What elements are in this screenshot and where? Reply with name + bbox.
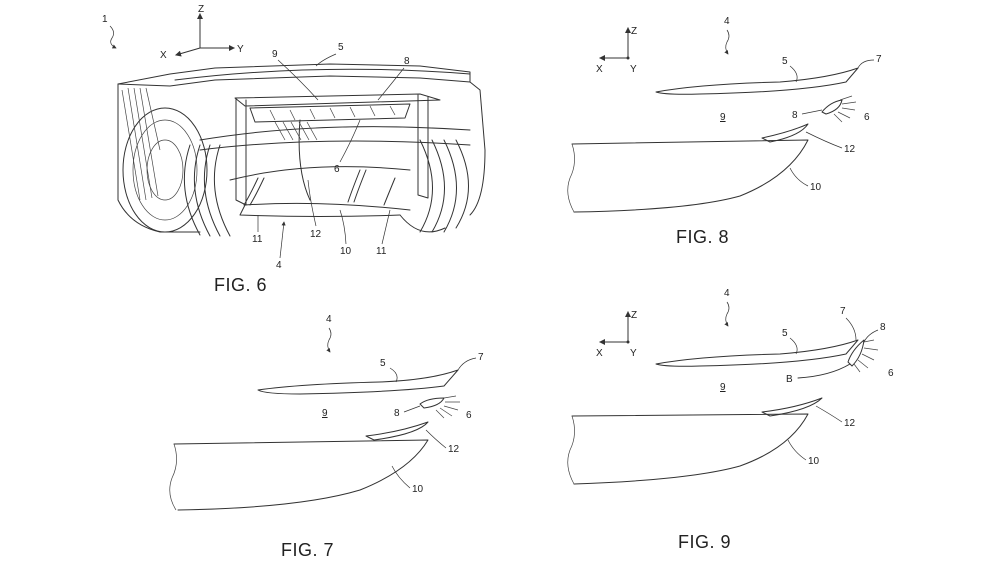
fig8-label-9: 9: [720, 112, 726, 123]
fig7-element-10: [173, 439, 429, 511]
fig6-axis-x: X: [160, 50, 167, 61]
fig9-element-5: [655, 339, 859, 367]
fig9-label-6: 6: [888, 368, 894, 379]
fig7-caption: FIG. 7: [281, 540, 335, 560]
fig7-label-9: 9: [322, 408, 328, 419]
fig6-vehicle-rear: [117, 63, 486, 237]
fig8-label-12: 12: [844, 144, 856, 155]
fig9-axis-triad: Z X Y: [596, 310, 637, 359]
fig8-label-5: 5: [782, 56, 788, 67]
fig6-label-11b: 11: [376, 246, 387, 257]
fig9-label-10: 10: [808, 456, 820, 467]
fig8-label-7: 7: [876, 54, 882, 65]
fig9-label-4: 4: [724, 288, 730, 299]
fig7-element-12: [365, 421, 429, 441]
fig6-axis-triad: Z Y X: [160, 4, 244, 61]
fig7-label-8: 8: [394, 408, 400, 419]
fig7-label-7: 7: [478, 352, 484, 363]
fig8-label-10: 10: [810, 182, 822, 193]
fig6-label-6: 6: [334, 164, 340, 175]
fig6-label-11a: 11: [252, 234, 263, 245]
fig6-axis-z: Z: [198, 4, 204, 15]
fig6-label-1: 1: [102, 14, 108, 25]
fig9-label-9: 9: [720, 382, 726, 393]
fig8-axis-y: Y: [630, 64, 637, 75]
fig8-element-5: [655, 67, 859, 95]
fig8-axis-triad: Z X Y: [596, 26, 637, 75]
fig9-axis-x: X: [596, 348, 603, 359]
fig6-label-5: 5: [338, 42, 344, 53]
fig9-label-8: 8: [880, 322, 886, 333]
fig8-element-8: [821, 99, 843, 115]
fig7-label-4: 4: [326, 314, 332, 325]
fig9-drawing: Z X Y 4 5 7 8 6 B 9 12 10: [567, 288, 894, 485]
fig9-caption: FIG. 9: [678, 532, 732, 552]
fig7-drawing: 4 5 7 8 6 9 12 10: [169, 314, 484, 511]
fig9-axis-y: Y: [630, 348, 637, 359]
fig8-axis-z: Z: [631, 26, 637, 37]
fig9-label-5: 5: [782, 328, 788, 339]
fig9-axis-z: Z: [631, 310, 637, 321]
fig8-drawing: Z X Y 4 5 7 8 6 9 12 10: [567, 16, 882, 213]
fig9-element-12: [761, 397, 823, 417]
fig9-element-8: [847, 339, 865, 367]
fig9-element-10: [571, 413, 809, 485]
fig6-axis-y: Y: [237, 44, 244, 55]
fig6-label-8: 8: [404, 56, 410, 67]
fig7-label-10: 10: [412, 484, 424, 495]
fig6-label-9: 9: [272, 49, 278, 60]
fig6-label-10: 10: [340, 246, 352, 257]
fig8-element-12: [761, 123, 809, 143]
fig8-caption: FIG. 8: [676, 227, 730, 247]
fig7-element-5: [257, 369, 459, 395]
fig9-label-12: 12: [844, 418, 856, 429]
fig7-label-6: 6: [466, 410, 472, 421]
fig6-label-12: 12: [310, 229, 322, 240]
fig9-label-7: 7: [840, 306, 846, 317]
fig6-drawing: 1 Z Y X: [102, 4, 486, 271]
fig8-label-8: 8: [792, 110, 798, 121]
fig7-label-12: 12: [448, 444, 460, 455]
fig6-label-4: 4: [276, 260, 282, 271]
fig8-axis-x: X: [596, 64, 603, 75]
fig8-element-10: [571, 139, 809, 213]
fig7-element-8: [419, 397, 445, 409]
fig9-label-B: B: [786, 374, 793, 385]
fig6-leader-1: [109, 25, 117, 49]
fig9-curve-B: [797, 363, 851, 379]
fig7-label-5: 5: [380, 358, 386, 369]
fig6-caption: FIG. 6: [214, 275, 268, 295]
fig8-label-4: 4: [724, 16, 730, 27]
fig8-label-6: 6: [864, 112, 870, 123]
